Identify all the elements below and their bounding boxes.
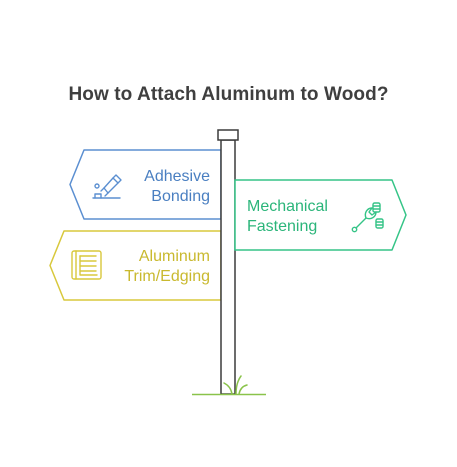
mechanical-sign-label: Mechanical Fastening: [247, 197, 357, 237]
signpost-pole: [220, 139, 236, 395]
trim-label-line2: Trim/Edging: [124, 268, 210, 285]
trim-sign-label: Aluminum Trim/Edging: [108, 247, 210, 287]
wrench-bolts-icon: [351, 202, 384, 233]
grass-icon: [223, 375, 248, 395]
glue-tube-icon: [92, 174, 122, 199]
adhesive-label-line2: Bonding: [151, 188, 210, 205]
mechanical-sign-board: [234, 179, 407, 251]
trim-label-line1: Aluminum: [138, 248, 210, 265]
trim-sign-board: [49, 230, 222, 301]
adhesive-label-line1: Adhesive: [144, 168, 210, 185]
signpost-cap: [217, 129, 239, 141]
adhesive-sign-board: [69, 149, 222, 220]
mechanical-label-line1: Mechanical: [247, 198, 328, 215]
adhesive-sign-label: Adhesive Bonding: [120, 167, 210, 207]
wood-trim-icon: [71, 250, 102, 280]
mechanical-label-line2: Fastening: [247, 218, 318, 235]
diagram-title: How to Attach Aluminum to Wood?: [68, 84, 389, 105]
